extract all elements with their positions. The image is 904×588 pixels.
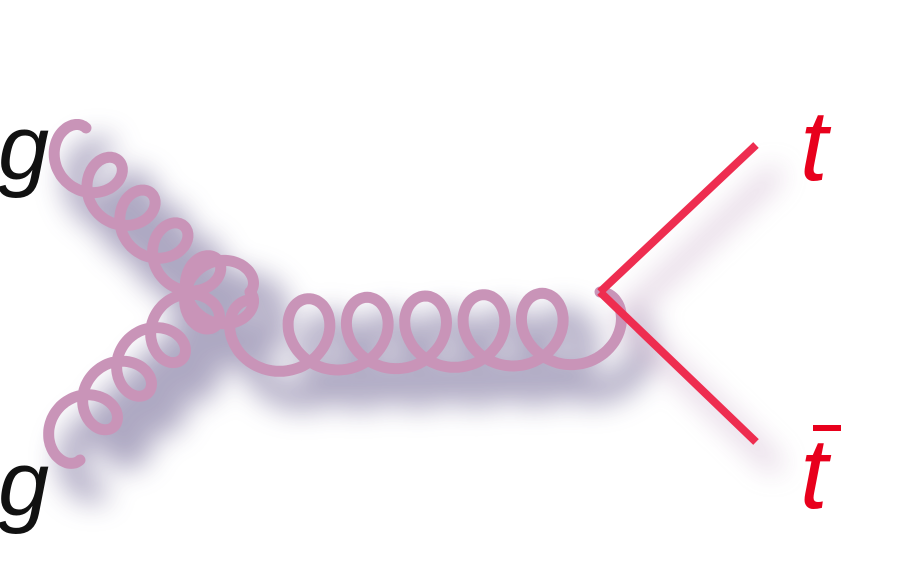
gluon-shadow-bottom <box>57 273 289 503</box>
gluon-label-bottom: g <box>0 433 50 535</box>
quark-shadow-top <box>617 166 783 323</box>
overline-bar-icon <box>813 425 841 431</box>
incoming-gluon-top <box>48 119 259 330</box>
incoming-gluon-bottom <box>43 254 260 469</box>
gluon-propagator <box>224 286 628 377</box>
antitop-quark-line <box>597 289 759 445</box>
gluon-label-top: g <box>0 97 50 199</box>
shadow-layer <box>57 137 783 503</box>
antitop-quark-label: t <box>800 418 828 530</box>
top-quark-label: t <box>800 90 828 202</box>
top-quark-line <box>597 142 759 295</box>
